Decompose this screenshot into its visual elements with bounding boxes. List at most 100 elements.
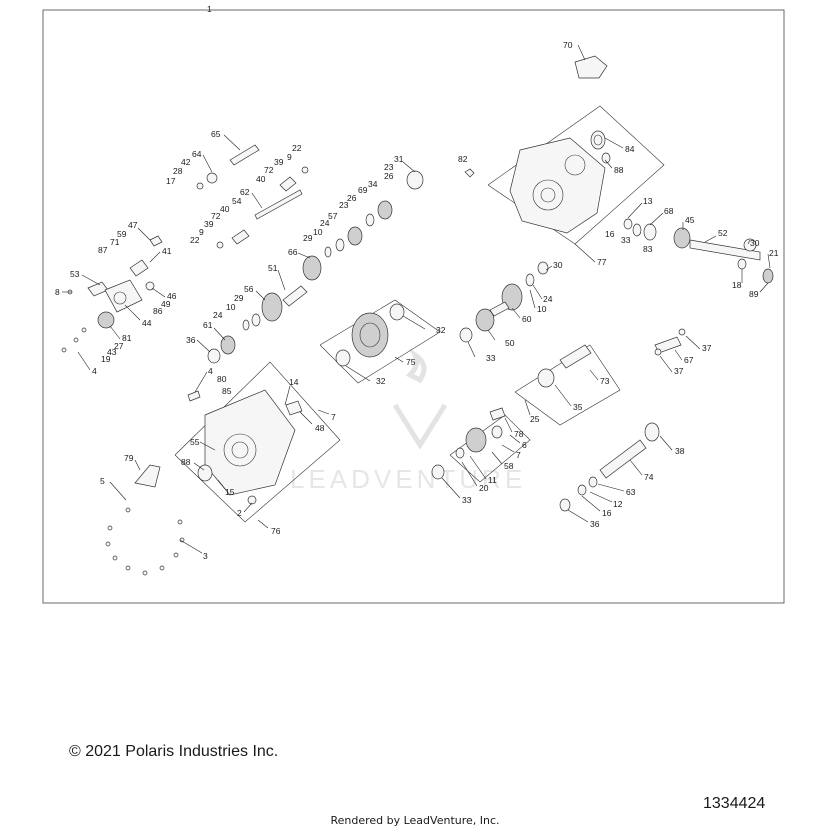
callout-18[interactable]: 18 [732, 280, 742, 290]
callout-86[interactable]: 86 [153, 306, 163, 316]
callout-11[interactable]: 11 [488, 475, 497, 485]
callout-51[interactable]: 51 [268, 263, 278, 273]
callout-70[interactable]: 70 [563, 40, 573, 50]
callout-3[interactable]: 3 [203, 551, 208, 561]
callout-72[interactable]: 72 [211, 211, 221, 221]
callout-42[interactable]: 42 [181, 157, 191, 167]
callout-9[interactable]: 9 [199, 227, 204, 237]
callout-26[interactable]: 26 [384, 171, 394, 181]
callout-2[interactable]: 2 [237, 508, 242, 518]
callout-72[interactable]: 72 [264, 165, 274, 175]
callout-16[interactable]: 16 [602, 508, 612, 518]
callout-30[interactable]: 30 [553, 260, 563, 270]
callout-39[interactable]: 39 [274, 157, 284, 167]
callout-23[interactable]: 23 [384, 162, 394, 172]
callout-1[interactable]: 1 [207, 4, 212, 14]
callout-53[interactable]: 53 [70, 269, 80, 279]
callout-17[interactable]: 17 [166, 176, 176, 186]
callout-32[interactable]: 32 [376, 376, 386, 386]
callout-13[interactable]: 13 [643, 196, 653, 206]
callout-9[interactable]: 9 [287, 152, 292, 162]
callout-14[interactable]: 14 [289, 377, 299, 387]
callout-15[interactable]: 15 [225, 487, 235, 497]
callout-29[interactable]: 29 [234, 293, 244, 303]
callout-26[interactable]: 26 [347, 193, 357, 203]
callout-37[interactable]: 37 [702, 343, 712, 353]
callout-67[interactable]: 67 [684, 355, 694, 365]
callout-77[interactable]: 77 [597, 257, 607, 267]
callout-4[interactable]: 4 [208, 366, 213, 376]
callout-69[interactable]: 69 [358, 185, 368, 195]
callout-23[interactable]: 23 [339, 200, 349, 210]
callout-48[interactable]: 48 [315, 423, 325, 433]
callout-76[interactable]: 76 [271, 526, 281, 536]
callout-49[interactable]: 49 [161, 299, 171, 309]
callout-28[interactable]: 28 [173, 166, 183, 176]
callout-24[interactable]: 24 [543, 294, 553, 304]
callout-47[interactable]: 47 [128, 220, 138, 230]
callout-80[interactable]: 80 [217, 374, 227, 384]
callout-85[interactable]: 85 [222, 386, 232, 396]
callout-6[interactable]: 6 [522, 440, 527, 450]
callout-64[interactable]: 64 [192, 149, 202, 159]
callout-58[interactable]: 58 [504, 461, 514, 471]
callout-60[interactable]: 60 [522, 314, 532, 324]
callout-7[interactable]: 7 [516, 450, 521, 460]
callout-68[interactable]: 68 [664, 206, 674, 216]
callout-33[interactable]: 33 [462, 495, 472, 505]
callout-45[interactable]: 45 [685, 215, 695, 225]
callout-73[interactable]: 73 [600, 376, 610, 386]
callout-52[interactable]: 52 [718, 228, 728, 238]
callout-65[interactable]: 65 [211, 129, 221, 139]
callout-84[interactable]: 84 [625, 144, 635, 154]
callout-88[interactable]: 88 [181, 457, 191, 467]
callout-10[interactable]: 10 [313, 227, 323, 237]
callout-41[interactable]: 41 [162, 246, 172, 256]
callout-50[interactable]: 50 [505, 338, 515, 348]
callout-10[interactable]: 10 [537, 304, 547, 314]
callout-24[interactable]: 24 [320, 218, 330, 228]
callout-81[interactable]: 81 [122, 333, 132, 343]
callout-20[interactable]: 20 [479, 483, 489, 493]
callout-40[interactable]: 40 [256, 174, 266, 184]
callout-33[interactable]: 33 [621, 235, 631, 245]
callout-31[interactable]: 31 [394, 154, 404, 164]
callout-87[interactable]: 87 [98, 245, 108, 255]
callout-89[interactable]: 89 [749, 289, 759, 299]
callout-39[interactable]: 39 [204, 219, 214, 229]
callout-37[interactable]: 37 [674, 366, 684, 376]
callout-4[interactable]: 4 [92, 366, 97, 376]
callout-63[interactable]: 63 [626, 487, 636, 497]
callout-25[interactable]: 25 [530, 414, 540, 424]
callout-54[interactable]: 54 [232, 196, 242, 206]
callout-82[interactable]: 82 [458, 154, 468, 164]
callout-35[interactable]: 35 [573, 402, 583, 412]
callout-83[interactable]: 83 [643, 244, 653, 254]
callout-33[interactable]: 33 [486, 353, 496, 363]
callout-22[interactable]: 22 [292, 143, 302, 153]
callout-24[interactable]: 24 [213, 310, 223, 320]
callout-34[interactable]: 34 [368, 179, 378, 189]
callout-5[interactable]: 5 [100, 476, 105, 486]
callout-61[interactable]: 61 [203, 320, 213, 330]
callout-40[interactable]: 40 [220, 204, 230, 214]
callout-79[interactable]: 79 [124, 453, 134, 463]
callout-38[interactable]: 38 [675, 446, 685, 456]
callout-78[interactable]: 78 [514, 429, 524, 439]
callout-7[interactable]: 7 [331, 412, 336, 422]
callout-8[interactable]: 8 [55, 287, 60, 297]
callout-57[interactable]: 57 [328, 211, 338, 221]
callout-36[interactable]: 36 [590, 519, 600, 529]
callout-16[interactable]: 16 [605, 229, 615, 239]
callout-22[interactable]: 22 [190, 235, 200, 245]
callout-74[interactable]: 74 [644, 472, 654, 482]
callout-10[interactable]: 10 [226, 302, 236, 312]
callout-88[interactable]: 88 [614, 165, 624, 175]
callout-46[interactable]: 46 [167, 291, 177, 301]
callout-75[interactable]: 75 [406, 357, 416, 367]
callout-62[interactable]: 62 [240, 187, 250, 197]
callout-56[interactable]: 56 [244, 284, 254, 294]
callout-29[interactable]: 29 [303, 233, 313, 243]
callout-19[interactable]: 19 [101, 354, 111, 364]
callout-44[interactable]: 44 [142, 318, 152, 328]
